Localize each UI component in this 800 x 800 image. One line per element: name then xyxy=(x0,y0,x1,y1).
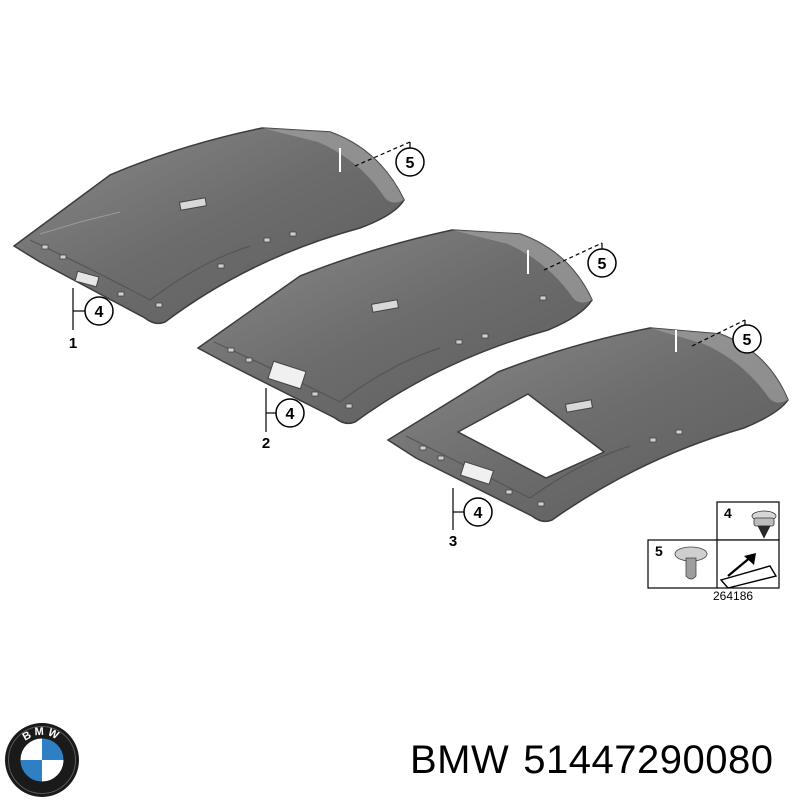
callout-2-5: 5 xyxy=(587,248,617,278)
leader-lines xyxy=(72,141,746,530)
legend-number-5: 5 xyxy=(655,543,663,559)
clip-icon xyxy=(751,510,777,539)
svg-text:5: 5 xyxy=(406,155,415,172)
headliner-1 xyxy=(12,127,405,325)
part-number-1: 1 xyxy=(69,335,77,352)
bmw-logo: BMW xyxy=(5,723,79,797)
svg-text:4: 4 xyxy=(286,406,295,423)
svg-text:4: 4 xyxy=(95,304,104,321)
svg-text:4: 4 xyxy=(474,505,483,522)
mounting-arrow-icon xyxy=(719,553,778,589)
brand-name: BMW xyxy=(410,738,510,782)
part-number: 51447290080 xyxy=(523,738,774,782)
part-number-3: 3 xyxy=(449,533,457,550)
svg-text:BMW: BMW xyxy=(21,726,64,744)
legend-box: 4 5 264186 xyxy=(647,501,780,603)
callout-2-4: 4 xyxy=(275,398,305,428)
callout-3-5: 5 xyxy=(732,324,762,354)
callout-3-4: 4 xyxy=(463,497,493,527)
legend-number-4: 4 xyxy=(724,505,732,521)
callout-1-4: 4 xyxy=(84,296,114,326)
svg-text:5: 5 xyxy=(598,256,607,273)
callout-1-5: 5 xyxy=(395,147,425,177)
push-rivet-icon xyxy=(674,546,708,580)
part-number-2: 2 xyxy=(262,435,270,452)
headliner-2 xyxy=(196,229,593,425)
svg-text:5: 5 xyxy=(743,332,752,349)
drawing-reference-number: 264186 xyxy=(713,589,753,603)
headliner-3 xyxy=(386,327,789,523)
part-caption: BMW 51447290080 xyxy=(410,738,790,783)
